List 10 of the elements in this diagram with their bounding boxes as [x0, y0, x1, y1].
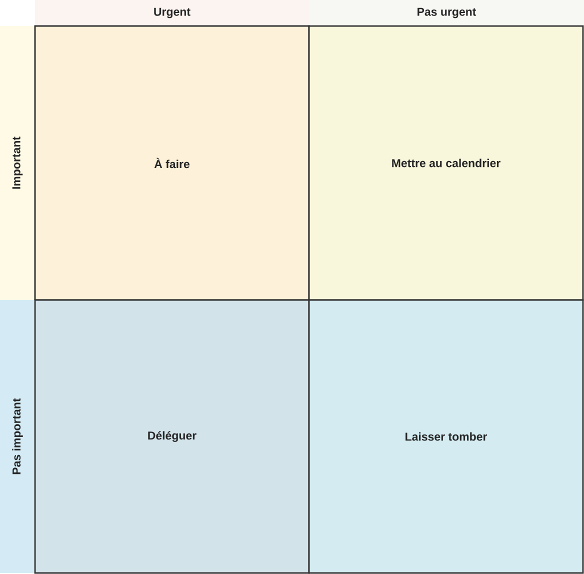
- quadrant-box: À faire: [34, 25, 310, 301]
- quadrant-box: Laisser tomber: [308, 299, 584, 574]
- column-header: Pas urgent: [309, 0, 584, 26]
- quadrant-box: Mettre au calendrier: [308, 25, 584, 301]
- column-header: Urgent: [35, 0, 309, 26]
- node-label: Pas urgent: [418, 8, 476, 18]
- node-label: Urgent: [154, 8, 190, 18]
- quadrant-box: Déléguer: [34, 299, 310, 574]
- row-header: Important: [0, 26, 35, 300]
- row-header: Pas important: [0, 300, 35, 573]
